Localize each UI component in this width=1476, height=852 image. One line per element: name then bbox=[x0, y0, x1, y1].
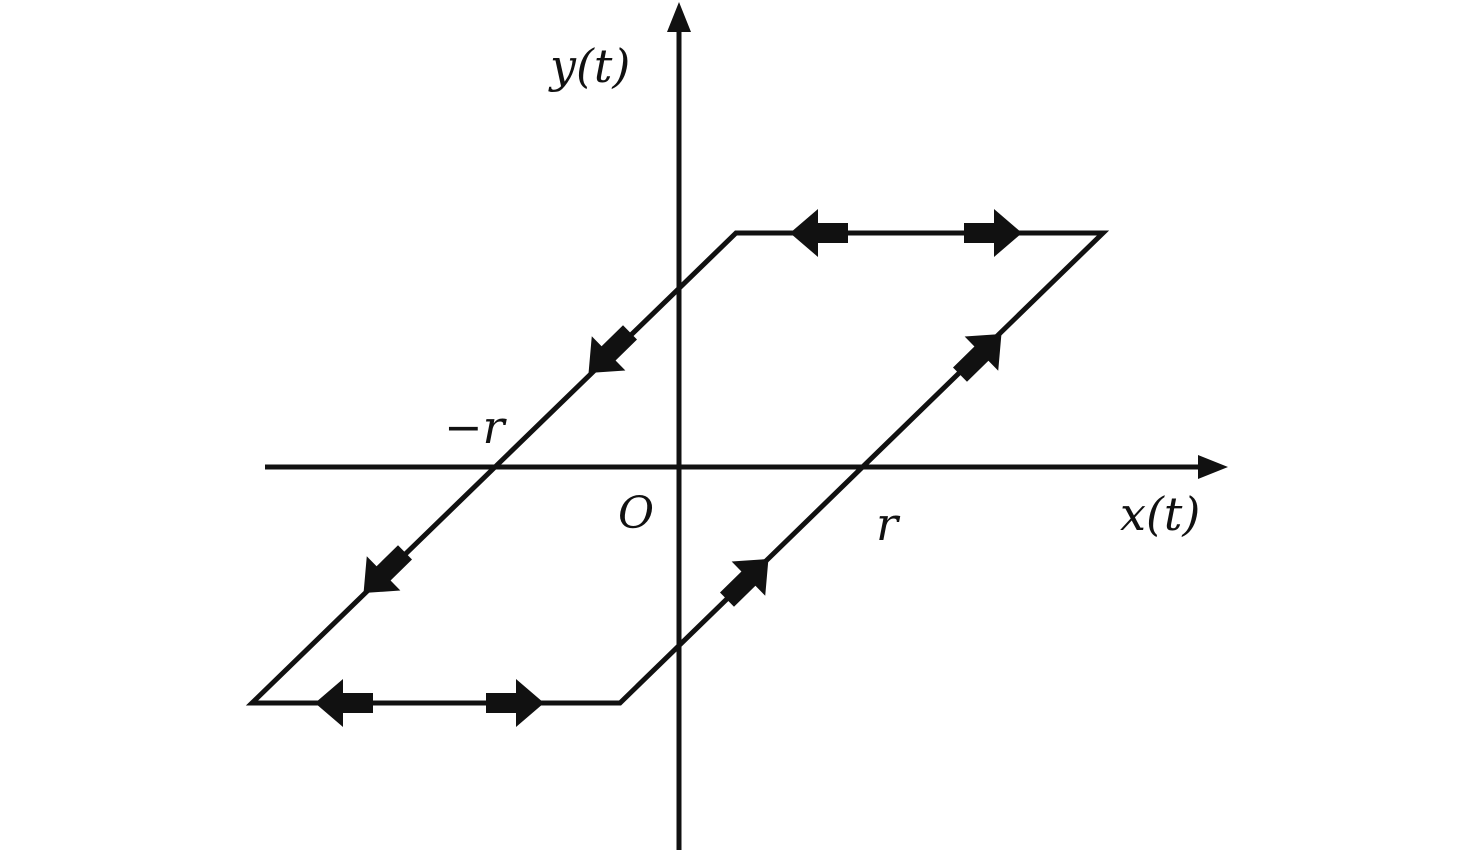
arrow-right-upper bbox=[952, 334, 1002, 382]
arrow-left-upper bbox=[588, 325, 638, 373]
arrow-top-right bbox=[964, 209, 1022, 257]
arrow-right-lower bbox=[719, 559, 769, 607]
neg-r-label: −r bbox=[444, 400, 508, 454]
arrow-bottom-left bbox=[315, 679, 373, 727]
arrow-top-left bbox=[790, 209, 848, 257]
pos-r-label: r bbox=[876, 497, 901, 551]
origin-label: O bbox=[618, 488, 654, 539]
arrow-bottom-right bbox=[486, 679, 544, 727]
x-axis-label: x(t) bbox=[1120, 487, 1200, 541]
y-axis-label: y(t) bbox=[548, 39, 630, 93]
arrow-left-lower bbox=[363, 545, 413, 593]
